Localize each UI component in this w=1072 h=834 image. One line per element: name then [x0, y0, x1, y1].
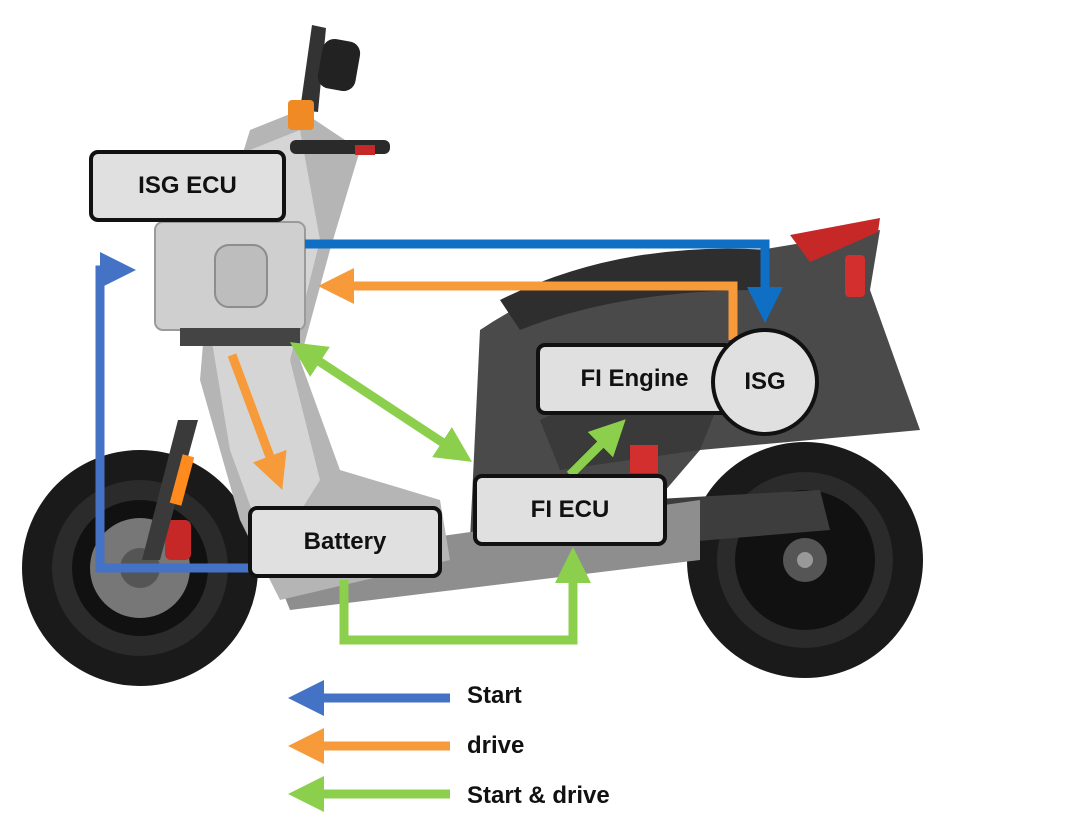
arrow-battery-to-fi-ecu [339, 547, 591, 645]
arrow-isg-ecu-to-isg [305, 239, 783, 323]
node-fi-ecu: FI ECU [473, 474, 667, 546]
arrow-isg-ecu-fi-ecu [289, 342, 473, 462]
node-battery: Battery [248, 506, 442, 578]
arrow-fi-ecu-to-fi-engine [566, 419, 626, 479]
tail-light [790, 218, 880, 262]
node-isg-ecu: ISG ECU [89, 150, 286, 222]
isg-ecu-unit [154, 221, 306, 346]
arrow-isg-ecu-to-battery [227, 353, 287, 490]
legend-label-start: Start [467, 682, 522, 709]
arrow-isg-to-isg-ecu [318, 268, 738, 340]
node-fi-engine: FI Engine [536, 343, 733, 415]
arrow-battery-to-isg-ecu [95, 252, 262, 573]
legend-label-start-drive: Start & drive [467, 782, 610, 809]
node-isg: ISG [711, 328, 819, 436]
legend-label-drive: drive [467, 732, 525, 759]
